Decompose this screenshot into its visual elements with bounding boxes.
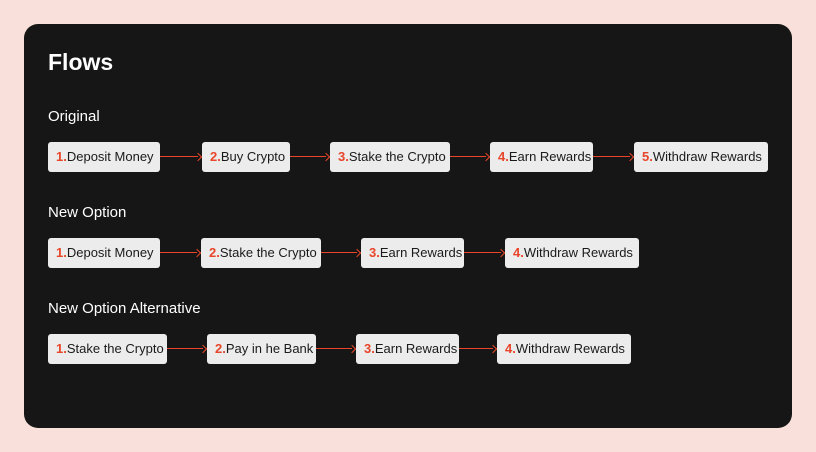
step-number: 2.: [210, 149, 221, 164]
original-step-1[interactable]: 1.Deposit Money: [48, 142, 160, 172]
arrow-right-icon: [450, 152, 491, 162]
step-text: Stake the Crypto: [219, 245, 317, 260]
step-text: Earn Rewards: [508, 149, 592, 164]
step-number: 3.: [364, 341, 375, 356]
step-text: Deposit Money: [66, 245, 154, 260]
original-step-3[interactable]: 3.Stake the Crypto: [330, 142, 450, 172]
alternative-step-1[interactable]: 1.Stake the Crypto: [48, 334, 167, 364]
arrow-right-icon: [316, 344, 357, 354]
step-number: 1.: [56, 245, 67, 260]
arrow-right-icon: [321, 248, 362, 258]
original-step-2[interactable]: 2.Buy Crypto: [202, 142, 290, 172]
step-number: 2.: [209, 245, 220, 260]
original-step-4[interactable]: 4.Earn Rewards: [490, 142, 593, 172]
flows-panel: Flows Original 1.Deposit Money 2.Buy Cry…: [24, 24, 792, 428]
new-option-step-3[interactable]: 3.Earn Rewards: [361, 238, 464, 268]
step-text: Withdraw Rewards: [652, 149, 762, 164]
flow-label-new-option-alternative: New Option Alternative: [48, 300, 201, 317]
step-text: Stake the Crypto: [66, 341, 164, 356]
flow-label-original: Original: [48, 108, 100, 125]
step-number: 5.: [642, 149, 653, 164]
step-number: 4.: [498, 149, 509, 164]
step-number: 1.: [56, 149, 67, 164]
arrow-right-icon: [160, 152, 203, 162]
flow-label-new-option: New Option: [48, 204, 127, 221]
alternative-step-4[interactable]: 4.Withdraw Rewards: [497, 334, 631, 364]
arrow-right-icon: [160, 248, 202, 258]
step-number: 4.: [513, 245, 524, 260]
step-text: Earn Rewards: [379, 245, 463, 260]
step-number: 1.: [56, 341, 67, 356]
step-text: Deposit Money: [66, 149, 154, 164]
step-number: 4.: [505, 341, 516, 356]
arrow-right-icon: [593, 152, 635, 162]
step-text: Buy Crypto: [220, 149, 286, 164]
step-number: 2.: [215, 341, 226, 356]
original-step-5[interactable]: 5.Withdraw Rewards: [634, 142, 768, 172]
step-number: 3.: [369, 245, 380, 260]
alternative-step-3[interactable]: 3.Earn Rewards: [356, 334, 459, 364]
arrow-right-icon: [290, 152, 331, 162]
page-title: Flows: [48, 49, 114, 75]
step-text: Withdraw Rewards: [515, 341, 625, 356]
new-option-step-1[interactable]: 1.Deposit Money: [48, 238, 160, 268]
step-text: Stake the Crypto: [348, 149, 446, 164]
arrow-right-icon: [464, 248, 506, 258]
new-option-step-4[interactable]: 4.Withdraw Rewards: [505, 238, 639, 268]
alternative-step-2[interactable]: 2.Pay in he Bank: [207, 334, 316, 364]
new-option-step-2[interactable]: 2.Stake the Crypto: [201, 238, 321, 268]
step-text: Withdraw Rewards: [523, 245, 633, 260]
arrow-right-icon: [167, 344, 208, 354]
arrow-right-icon: [459, 344, 498, 354]
step-text: Pay in he Bank: [225, 341, 314, 356]
step-text: Earn Rewards: [374, 341, 458, 356]
step-number: 3.: [338, 149, 349, 164]
